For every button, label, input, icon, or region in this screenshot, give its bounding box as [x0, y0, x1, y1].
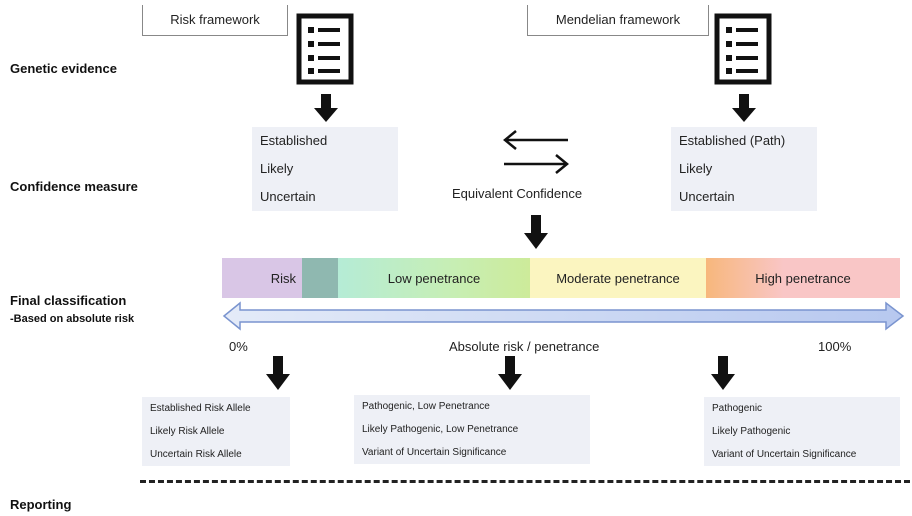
risk-confidence-list: Established Likely Uncertain — [252, 127, 398, 211]
list-item: Likely Pathogenic, Low Penetrance — [362, 424, 519, 435]
risk-framework-label: Risk framework — [142, 5, 288, 36]
document-list-icon — [296, 13, 354, 85]
list-item: Uncertain — [260, 189, 316, 204]
reporting-divider — [140, 480, 910, 483]
scale-start-label: 0% — [229, 339, 248, 354]
segment-transition — [302, 258, 338, 298]
label-final-classification: Final classification — [10, 293, 127, 308]
list-item: Established (Path) — [679, 133, 786, 148]
list-item: Established — [260, 133, 328, 148]
document-list-icon — [714, 13, 772, 85]
double-headed-arrow-icon — [222, 301, 905, 331]
label-confidence-measure: Confidence measure — [10, 179, 138, 194]
scale-axis-title: Absolute risk / penetrance — [449, 339, 600, 354]
down-arrow-icon — [314, 94, 338, 122]
label-genetic-evidence: Genetic evidence — [10, 61, 117, 76]
mendelian-framework-label: Mendelian framework — [527, 5, 709, 36]
risk-reporting-list: Established Risk Allele Likely Risk Alle… — [142, 397, 290, 466]
high-penetrance-reporting-list: Pathogenic Likely Pathogenic Variant of … — [704, 397, 900, 466]
list-item: Variant of Uncertain Significance — [712, 449, 857, 460]
list-item: Uncertain Risk Allele — [150, 449, 242, 460]
down-arrow-icon — [711, 356, 735, 390]
list-item: Likely Risk Allele — [150, 426, 225, 437]
down-arrow-icon — [732, 94, 756, 122]
list-item: Uncertain — [679, 189, 735, 204]
list-item: Likely — [260, 161, 294, 176]
low-penetrance-reporting-list: Pathogenic, Low Penetrance Likely Pathog… — [354, 395, 590, 464]
label-final-classification-sub: -Based on absolute risk — [10, 313, 135, 325]
scale-end-label: 100% — [818, 339, 852, 354]
segment-moderate-penetrance: Moderate penetrance — [530, 258, 706, 298]
segment-low-penetrance: Low penetrance — [338, 258, 530, 298]
list-item: Pathogenic, Low Penetrance — [362, 401, 490, 412]
down-arrow-icon — [266, 356, 290, 390]
exchange-arrows-icon — [503, 130, 569, 174]
down-arrow-icon — [524, 215, 548, 249]
label-reporting: Reporting — [10, 497, 72, 512]
mendelian-confidence-list: Established (Path) Likely Uncertain — [671, 127, 817, 211]
down-arrow-icon — [498, 356, 522, 390]
list-item: Pathogenic — [712, 403, 763, 414]
segment-risk: Risk — [222, 258, 302, 298]
list-item: Variant of Uncertain Significance — [362, 447, 507, 458]
list-item: Likely Pathogenic — [712, 426, 791, 437]
list-item: Established Risk Allele — [150, 403, 251, 414]
list-item: Likely — [679, 161, 713, 176]
penetrance-bar: Risk Low penetrance Moderate penetrance … — [222, 258, 900, 298]
equivalent-confidence-label: Equivalent Confidence — [452, 186, 583, 201]
segment-high-penetrance: High penetrance — [706, 258, 900, 298]
